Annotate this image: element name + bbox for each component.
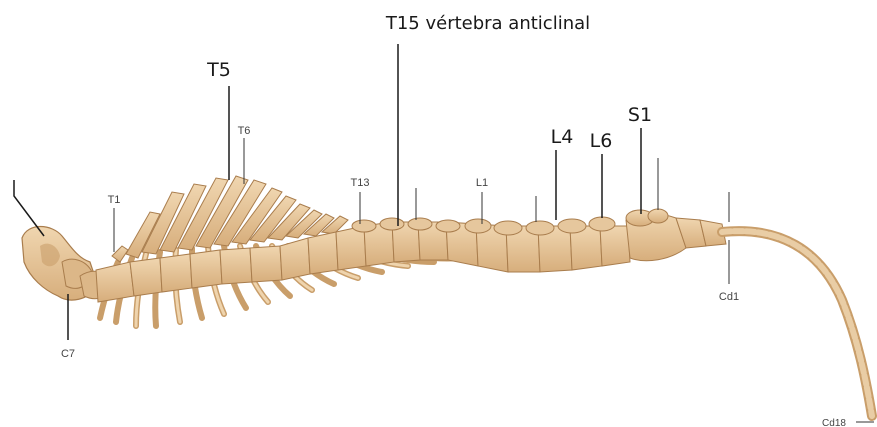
label-t13: T13	[351, 177, 370, 189]
label-c7: C7	[61, 348, 75, 360]
label-l4: L4	[551, 126, 574, 148]
label-cd18: Cd18	[822, 418, 846, 427]
label-t5: T5	[206, 59, 231, 81]
sacrum	[626, 209, 726, 261]
label-t1: T1	[108, 194, 121, 206]
label-t15: T15 vértebra anticlinal	[385, 13, 590, 34]
label-l1: L1	[476, 177, 488, 189]
tail	[722, 231, 872, 416]
label-cd1: Cd1	[719, 291, 739, 303]
label-t6: T6	[238, 125, 251, 137]
label-s1: S1	[628, 104, 652, 126]
label-l6: L6	[590, 130, 613, 152]
